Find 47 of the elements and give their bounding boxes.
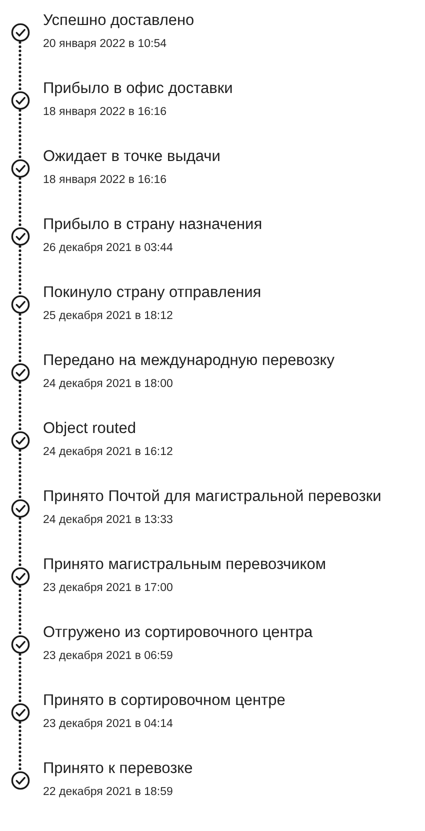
- status-text: Передано на международную перевозку: [43, 352, 335, 370]
- dotted-connector: [18, 245, 22, 295]
- timestamp: 24 декабря 2021 в 13:33: [43, 513, 173, 527]
- timestamp: 18 января 2022 в 16:16: [43, 173, 166, 187]
- check-circle-icon: [10, 566, 30, 586]
- timestamp: 22 декабря 2021 в 18:59: [43, 785, 173, 799]
- status-text: Принято Почтой для магистральной перевозки: [43, 488, 382, 506]
- timestamp: 20 января 2022 в 10:54: [43, 37, 166, 51]
- dotted-connector: [18, 313, 22, 363]
- dotted-connector: [18, 177, 22, 227]
- dotted-connector: [18, 109, 22, 159]
- dotted-connector: [18, 449, 22, 499]
- status-text: Прибыло в офис доставки: [43, 80, 233, 98]
- status-text: Object routed: [43, 420, 136, 438]
- timestamp: 18 января 2022 в 16:16: [43, 105, 166, 119]
- check-circle-icon: [10, 634, 30, 654]
- timestamp: 23 декабря 2021 в 06:59: [43, 649, 173, 663]
- check-circle-icon: [10, 770, 30, 790]
- timestamp: 23 декабря 2021 в 04:14: [43, 717, 173, 731]
- timestamp: 23 декабря 2021 в 17:00: [43, 581, 173, 595]
- status-text: Прибыло в страну назначения: [43, 216, 262, 234]
- status-text: Принято в сортировочном центре: [43, 692, 286, 710]
- check-circle-icon: [10, 498, 30, 518]
- timestamp: 24 декабря 2021 в 18:00: [43, 377, 173, 391]
- status-text: Принято магистральным перевозчиком: [43, 556, 326, 574]
- status-text: Покинуло страну отправления: [43, 284, 262, 302]
- status-text: Отгружено из сортировочного центра: [43, 624, 313, 642]
- dotted-connector: [18, 517, 22, 567]
- status-text: Успешно доставлено: [43, 12, 194, 30]
- dotted-connector: [18, 653, 22, 703]
- timestamp: 24 декабря 2021 в 16:12: [43, 445, 173, 459]
- status-text: Ожидает в точке выдачи: [43, 148, 220, 166]
- status-text: Принято к перевозке: [43, 760, 193, 778]
- dotted-connector: [18, 585, 22, 635]
- check-circle-icon: [10, 702, 30, 722]
- dotted-connector: [18, 381, 22, 431]
- dotted-connector: [18, 721, 22, 771]
- dotted-connector: [18, 41, 22, 91]
- check-circle-icon: [10, 226, 30, 246]
- check-circle-icon: [10, 294, 30, 314]
- check-circle-icon: [10, 430, 30, 450]
- check-circle-icon: [10, 362, 30, 382]
- check-circle-icon: [10, 158, 30, 178]
- timestamp: 25 декабря 2021 в 18:12: [43, 309, 173, 323]
- timestamp: 26 декабря 2021 в 03:44: [43, 241, 173, 255]
- check-circle-icon: [10, 22, 30, 42]
- check-circle-icon: [10, 90, 30, 110]
